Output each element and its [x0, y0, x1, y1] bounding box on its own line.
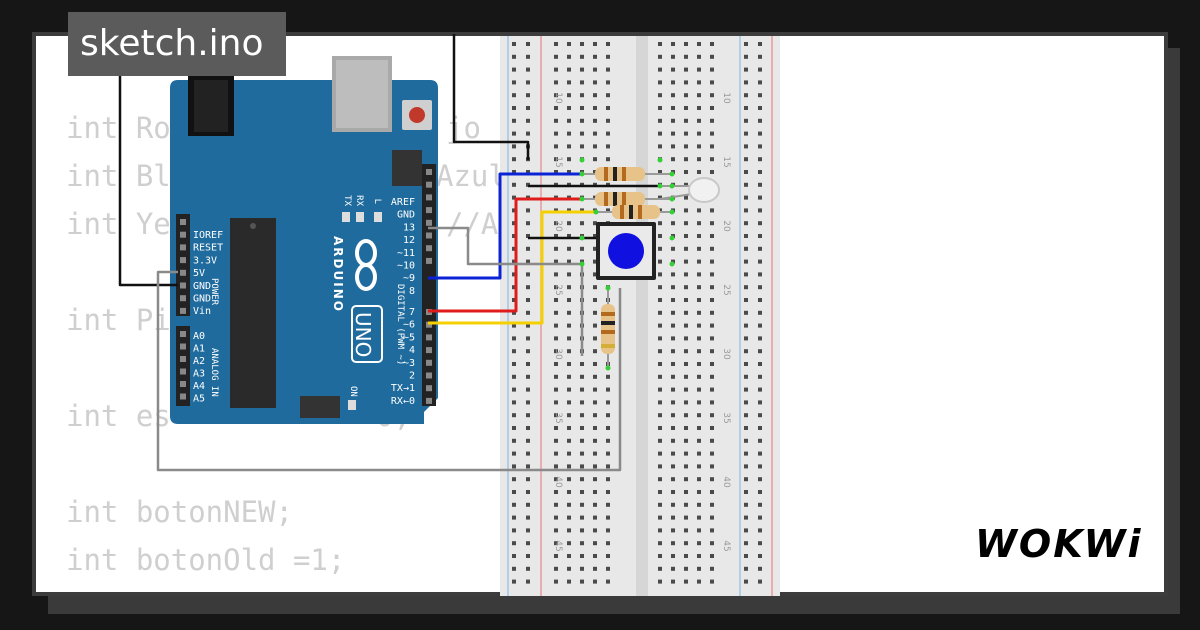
wire-top-right: [452, 34, 530, 160]
analog-pin-label: A2: [193, 356, 205, 367]
power-pin-label: 5V: [193, 268, 205, 279]
digital-pin-label: GND: [397, 210, 415, 221]
digital-pin-label: 13: [403, 222, 415, 233]
digital-pin-label: ~6: [403, 320, 415, 331]
digital-header: [422, 164, 436, 406]
l-label: L: [372, 199, 382, 204]
code-line: int Ro: [66, 111, 171, 145]
digital-pin-label: ~3: [403, 358, 415, 369]
breadboard-center-channel: [636, 36, 648, 596]
icsp-header-2: [300, 396, 340, 418]
file-tab[interactable]: sketch.ino: [68, 12, 286, 76]
power-pin-label: RESET: [193, 243, 223, 254]
breadboard-row-number-left: 25: [553, 284, 563, 295]
power-header: [176, 214, 190, 316]
resistor-top: [582, 167, 672, 181]
power-pin-label: Vin: [193, 306, 211, 317]
breadboard-row-number-right: 25: [721, 284, 731, 295]
code-line: int botonOld =1;: [66, 543, 346, 577]
push-button[interactable]: [596, 222, 656, 280]
analog-pin-label: A4: [193, 381, 205, 392]
resistor-vertical: [601, 288, 615, 368]
wokwi-logo: WOKWi: [975, 522, 1143, 566]
code-fragment: Azul: [436, 159, 506, 193]
digital-pin-label: ~10: [397, 261, 415, 272]
analog-label: ANALOG IN: [209, 348, 219, 397]
uno-outline: [351, 305, 383, 363]
button-cap[interactable]: [608, 233, 644, 269]
pin-labels: IOREFRESET3.3V5VGNDGNDVinA0A1A2A3A4A5ARE…: [193, 197, 415, 407]
power-pin-label: GND: [193, 281, 211, 292]
wire-gray-pin12: [428, 226, 582, 266]
analog-pin-label: A0: [193, 331, 205, 342]
resistor-lower: [596, 205, 672, 219]
wire-gray-5v: [156, 270, 622, 472]
digital-pin-label: 8: [409, 286, 415, 297]
rx-led: [356, 212, 364, 222]
resistor-middle: [582, 192, 672, 206]
power-pin-label: 3.3V: [193, 255, 217, 266]
breadboard-row-number-right: 15: [721, 156, 731, 167]
tx-led: [342, 212, 350, 222]
breadboard-row-number-right: 35: [721, 412, 731, 423]
breadboard-row-number-left: 40: [553, 476, 563, 488]
breadboard-row-number-left: 10: [553, 92, 563, 104]
arduino-uno-board: TX RX L ON ARDUINO UNO DIGITAL (PWM ~) P…: [170, 56, 438, 424]
analog-header: [176, 326, 190, 406]
digital-pin-label: 7: [409, 307, 415, 318]
wire-blue: [428, 172, 582, 280]
breadboard-row-number-left: 45: [553, 540, 563, 551]
power-pin-label: GND: [193, 294, 211, 305]
breadboard-row-number-left: 15: [553, 156, 563, 167]
analog-pin-label: A1: [193, 344, 205, 355]
code-line: int Ye: [66, 207, 171, 241]
wire-red: [428, 197, 582, 313]
digital-pin-label: ~11: [397, 248, 415, 259]
breadboard-row-number-right: 30: [721, 348, 731, 360]
digital-pin-label: 2: [409, 371, 415, 382]
digital-pin-label: AREF: [391, 197, 415, 208]
digital-pin-label: ~5: [403, 332, 415, 343]
tx-label: TX: [342, 195, 352, 206]
code-line: int es: [66, 399, 171, 433]
arduino-logo: [355, 239, 377, 291]
digital-pin-label: 12: [403, 235, 415, 246]
icsp-header: [392, 150, 422, 186]
on-label: ON: [348, 386, 358, 397]
power-pin-label: IOREF: [193, 230, 223, 241]
wire-yellow: [428, 210, 596, 325]
digital-pin-label: ~9: [403, 273, 415, 284]
breadboard-row-number-right: 10: [721, 92, 731, 104]
code-background: int Ro int Bl int Ye int Pi int es int bot…: [66, 104, 516, 584]
connection-dots: [579, 157, 675, 371]
uno-model-label: UNO: [351, 312, 375, 357]
breadboard-row-number-left: 35: [553, 412, 563, 423]
digital-pin-label: RX←0: [391, 396, 415, 407]
analog-pin-label: A5: [193, 394, 205, 405]
l-led: [374, 212, 382, 222]
power-label: POWER: [209, 278, 219, 306]
rgb-led: [659, 177, 720, 203]
digital-pin-label: TX→1: [391, 383, 415, 394]
digital-label: DIGITAL (PWM ~): [395, 284, 405, 365]
breadboard-row-number-right: 40: [721, 476, 731, 488]
on-led: [348, 400, 356, 410]
breadboard-row-number-left: 30: [553, 348, 563, 360]
arduino-brand-label: ARDUINO: [331, 236, 345, 313]
breadboard-row-number-right: 20: [721, 220, 731, 232]
breadboard-row-number-right: 45: [721, 540, 731, 551]
code-fragment: jo: [446, 111, 481, 145]
analog-pin-label: A3: [193, 369, 205, 380]
breadboard-row-number-left: 20: [553, 220, 563, 232]
code-line: int botonNEW;: [66, 495, 293, 529]
code-line: int Pi: [66, 303, 171, 337]
breadboard-row-numbers: 10 10 15 15 20 20 25 25 30 30 35 35 40 40 45 45: [553, 92, 731, 551]
digital-pin-label: 4: [409, 345, 415, 356]
wires: [118, 34, 660, 472]
atmega-chip: [230, 218, 276, 408]
code-line: int Bl: [66, 159, 171, 193]
rx-label: RX: [354, 195, 364, 206]
